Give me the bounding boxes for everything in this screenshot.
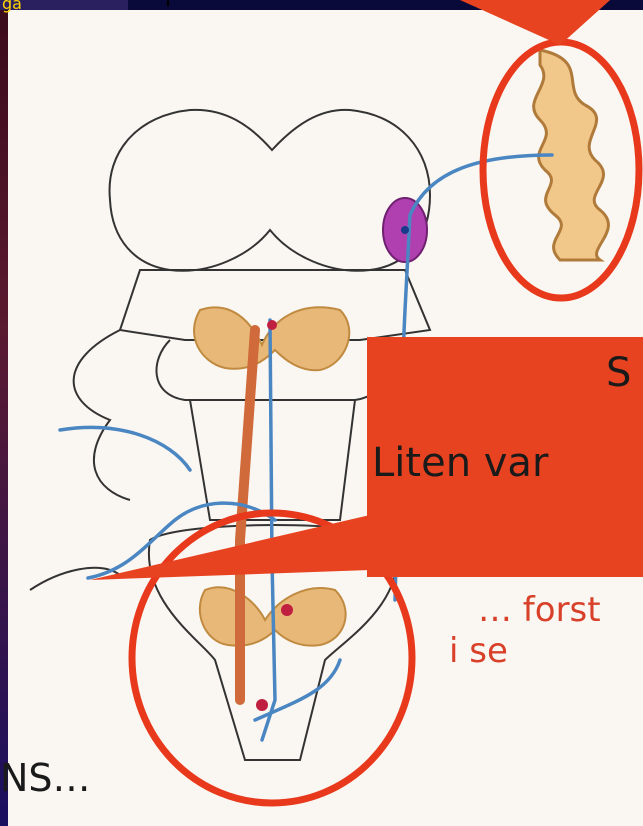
top-callout-arrow [460, 0, 610, 45]
callout-subtitle: Liten var [372, 440, 643, 486]
fiber-central [262, 320, 275, 740]
fiber-upper-limb [60, 427, 190, 470]
midbrain-outline [110, 110, 430, 271]
neuron-mid [281, 604, 293, 616]
annotation-line-1: … forst [478, 590, 643, 630]
fiber-spinal-loop [255, 660, 340, 720]
peripheral-outline [74, 330, 130, 500]
neuron-lower [256, 699, 268, 711]
callout-title: S [606, 350, 631, 396]
main-callout-tail [90, 515, 370, 580]
corner-label: ga [2, 0, 22, 13]
neuron-upper [267, 320, 277, 330]
annotation-line-2: i sentr [449, 631, 507, 671]
bottom-caption: NS… [0, 756, 91, 800]
neuron-nucleus [401, 226, 409, 234]
